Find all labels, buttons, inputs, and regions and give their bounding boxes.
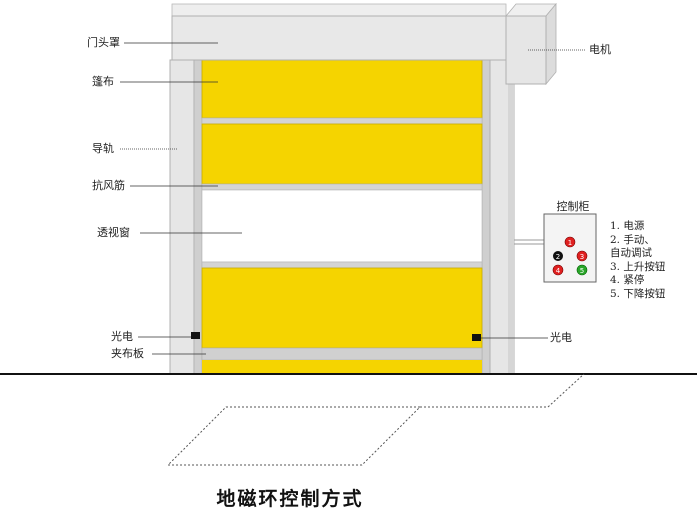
diagram-caption: 地磁环控制方式 [216,488,364,508]
button-5-number: 5 [580,267,584,275]
button-2-number: 2 [556,253,560,261]
button-4-stop[interactable] [552,264,564,276]
motor-box [505,15,547,85]
label-wind-bar: 抗风筋 [92,179,125,192]
button-3-number: 3 [580,253,584,261]
button-4-number: 4 [556,267,561,275]
legend-item-2: 2. 手动、 [610,233,655,246]
photocell-right [472,334,481,341]
legend-item-2b: 自动调试 [610,247,652,259]
label-motor: 电机 [589,43,611,56]
left-rail-inner [193,59,203,375]
curtain-panel-1 [201,59,483,119]
wind-bar-2 [201,183,483,191]
button-1-power[interactable] [564,236,576,248]
label-guide-rail: 导轨 [92,142,114,155]
wind-bar-1 [201,117,483,125]
label-clamp-plate: 夹布板 [111,347,144,360]
curtain-panel-2 [201,123,483,185]
label-photocell-right: 光电 [550,331,572,344]
photocell-left [191,332,200,339]
right-post-back [508,84,514,374]
ground-loop [166,406,422,466]
button-5-down[interactable] [576,264,588,276]
motor-side [545,2,557,86]
head-cover [171,15,507,61]
legend-item-4: 4. 紧停 [610,274,645,286]
left-guide-rail [169,59,195,375]
right-rail-inner [481,59,491,375]
label-window: 透视窗 [97,226,130,239]
loop-wire [420,373,585,408]
clamp-plate [201,347,483,361]
label-curtain: 篷布 [92,75,114,88]
curtain-panel-3 [201,267,483,349]
head-cover-top [171,3,507,17]
label-head-cover: 门头罩 [87,36,120,49]
wind-bar-3 [201,261,483,269]
button-1-number: 1 [568,239,572,247]
button-2-mode[interactable] [553,251,563,261]
control-legend: 1. 电源 2. 手动、 自动调试 3. 上升按钮 4. 紧停 5. 下降按钮 [610,220,665,301]
legend-item-1: 1. 电源 [610,220,645,232]
legend-item-3: 3. 上升按钮 [610,260,666,273]
curtain-bottom-strip [202,360,482,374]
label-photocell-left: 光电 [111,330,133,343]
button-3-up[interactable] [576,250,588,262]
window-panel [201,189,483,263]
control-panel [543,213,597,283]
legend-item-5: 5. 下降按钮 [610,287,666,300]
control-panel-title: 控制柜 [556,200,590,213]
